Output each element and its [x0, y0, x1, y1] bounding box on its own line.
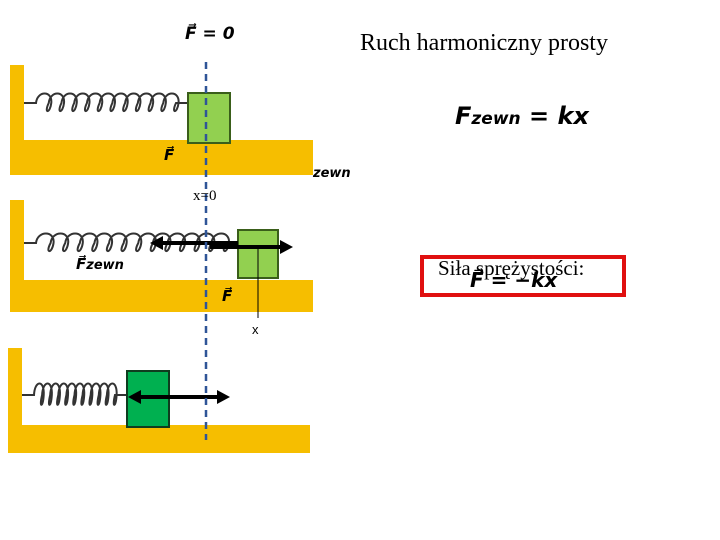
panel-compressed [8, 348, 310, 453]
fzewn-label-2: F⃗zewn [76, 255, 124, 274]
arrow-3 [128, 390, 230, 404]
fzewn-label-2-main: F⃗ [76, 255, 87, 273]
zewn-label-1: zewn [313, 166, 351, 181]
spring-1 [24, 92, 188, 113]
block-1 [187, 92, 231, 144]
spring-3 [22, 382, 127, 406]
panel-stretched [10, 200, 313, 318]
formula-fzewn-rest: = kx [520, 102, 589, 130]
formula-fzewn-main: F [455, 102, 472, 130]
spring-force-heading: Siła sprężystości: [438, 256, 585, 280]
page-title: Ruch harmoniczny prosty [360, 30, 608, 56]
arrow-left-2 [150, 236, 238, 250]
floor-1 [10, 140, 313, 175]
spring-2 [24, 232, 238, 253]
formula-zero-force: F⃗ = 0 [185, 24, 235, 44]
x-zero-label: x=0 [193, 188, 217, 204]
floor-2 [10, 280, 313, 312]
formula-fzewn-sub: zewn [471, 109, 521, 129]
spring-force-formula: F⃗ = −kx [470, 268, 558, 292]
arrow-right-2 [210, 240, 293, 254]
spring-force-highlight-box [420, 255, 626, 297]
fzewn-label-2-sub: zewn [86, 258, 124, 273]
x-label: x [252, 322, 259, 337]
floor-3 [8, 425, 310, 453]
force-label-1: F⃗ [164, 146, 175, 164]
force-label-2: F⃗ [222, 287, 233, 305]
panel-equilibrium [10, 65, 313, 175]
formula-fzewn: Fzewn = kx [455, 102, 589, 130]
